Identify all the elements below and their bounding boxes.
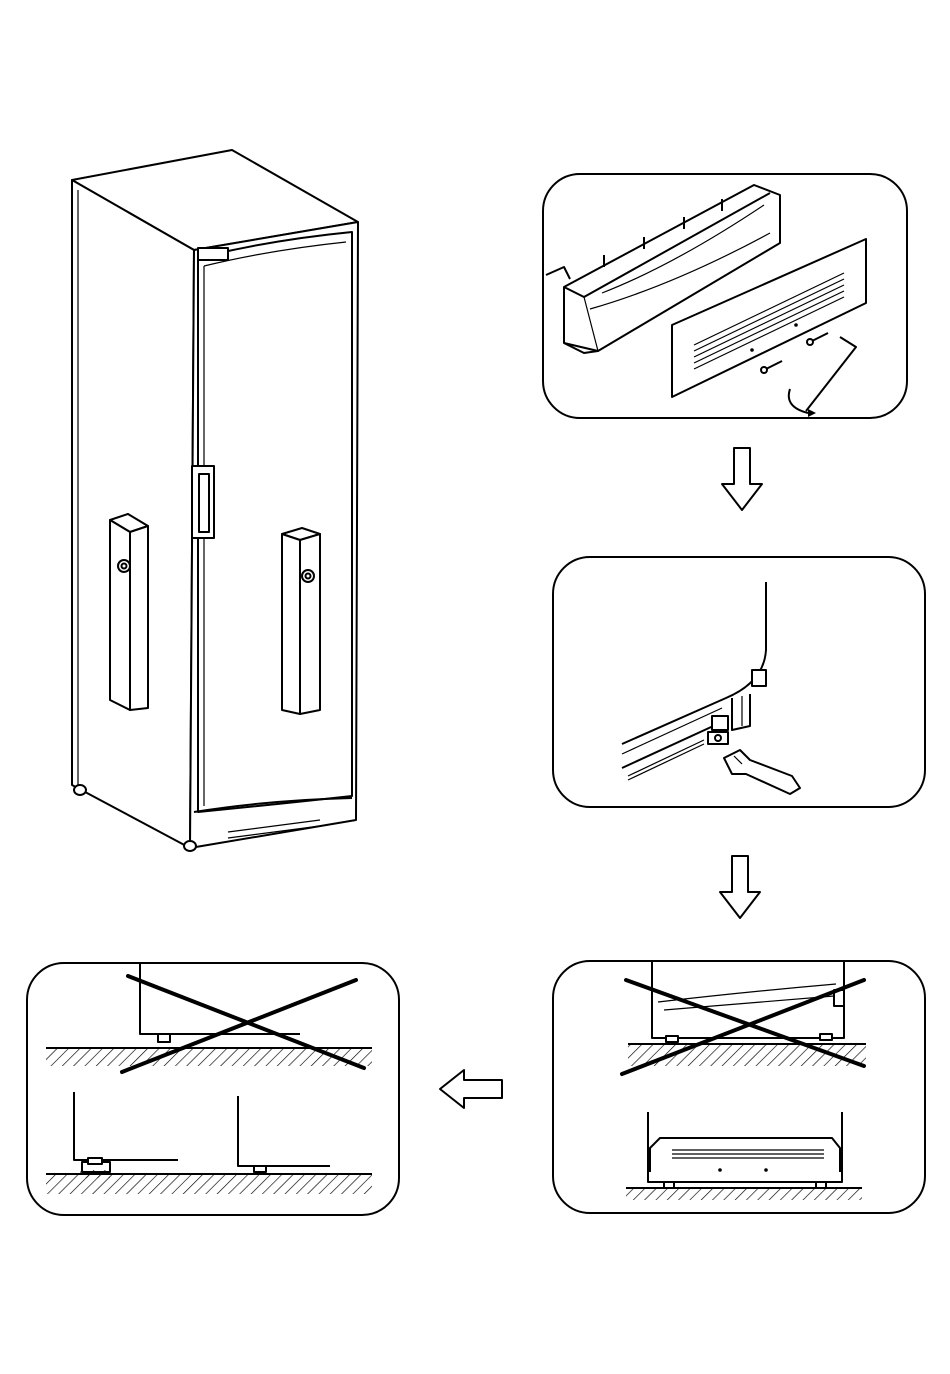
- packaging-block-left: [110, 514, 148, 710]
- step-panel-1: [542, 173, 908, 419]
- step-1-illustration: [544, 175, 908, 419]
- hex-key-icon: [806, 337, 856, 411]
- adjustable-foot: [708, 716, 728, 744]
- correct-kickplate-view: [626, 1112, 862, 1200]
- step-4-illustration: [28, 964, 400, 1216]
- wrench-icon: [724, 750, 800, 794]
- foot-contact-view: [238, 1096, 330, 1172]
- step-3-illustration: [554, 962, 926, 1214]
- cabinet-base-corner: [622, 582, 766, 780]
- screw-icon-2: [807, 333, 828, 345]
- foot-adjust-view: [74, 1092, 178, 1178]
- top-hinge: [198, 248, 228, 260]
- foot-icon: [74, 785, 86, 795]
- step-panel-4: [26, 962, 400, 1216]
- wrong-kickplate-view: [628, 962, 866, 1066]
- screw-icon: [761, 361, 782, 373]
- arrow-left: [440, 1070, 502, 1108]
- cabinet-side: [72, 180, 194, 848]
- rotation-arrow-icon: [789, 389, 808, 413]
- cabinet-front: [190, 222, 358, 848]
- packaging-block-right: [282, 528, 320, 714]
- door-handle: [192, 466, 214, 538]
- arrow-down-2: [720, 856, 760, 918]
- step-2-illustration: [554, 558, 926, 808]
- cabinet-illustration: [72, 150, 358, 851]
- arrow-down-1: [722, 448, 762, 510]
- step-panel-3: [552, 960, 926, 1214]
- step-panel-2: [552, 556, 926, 808]
